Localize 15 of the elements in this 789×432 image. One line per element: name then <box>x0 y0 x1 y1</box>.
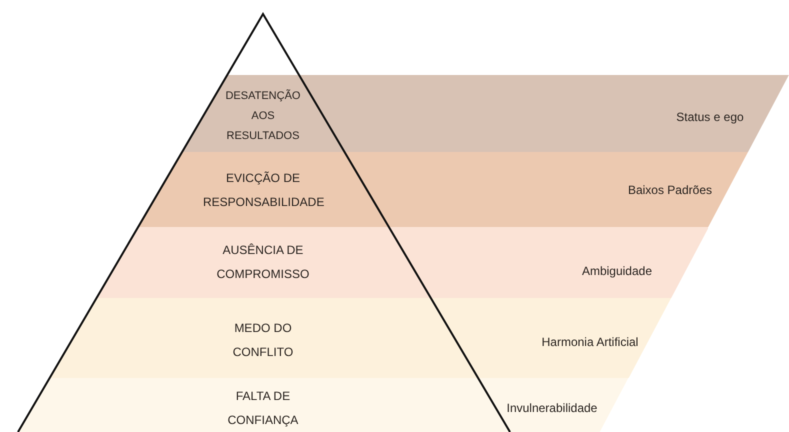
dysfunction-label: Ambiguidade <box>580 263 654 280</box>
pyramid-band <box>138 152 748 227</box>
level-label: MEDO DO CONFLITO <box>232 320 294 361</box>
level-label: EVICÇÃO DE RESPONSABILIDADE <box>202 170 323 211</box>
dysfunction-label: Status e ego <box>675 109 745 126</box>
pyramid-band <box>18 378 628 432</box>
dysfunction-label: Harmonia Artificial <box>540 334 640 351</box>
pyramid-band <box>182 75 789 152</box>
level-label: DESATENÇÃO AOS RESULTADOS <box>224 88 302 144</box>
pyramid-band <box>50 298 671 378</box>
dysfunction-label: Invulnerabilidade <box>506 400 598 417</box>
pyramid-band <box>96 227 708 298</box>
level-label: AUSÊNCIA DE COMPROMISSO <box>216 242 310 283</box>
level-label: FALTA DE CONFIANÇA <box>226 388 300 429</box>
dysfunction-label: Baixos Padrões <box>626 182 713 199</box>
